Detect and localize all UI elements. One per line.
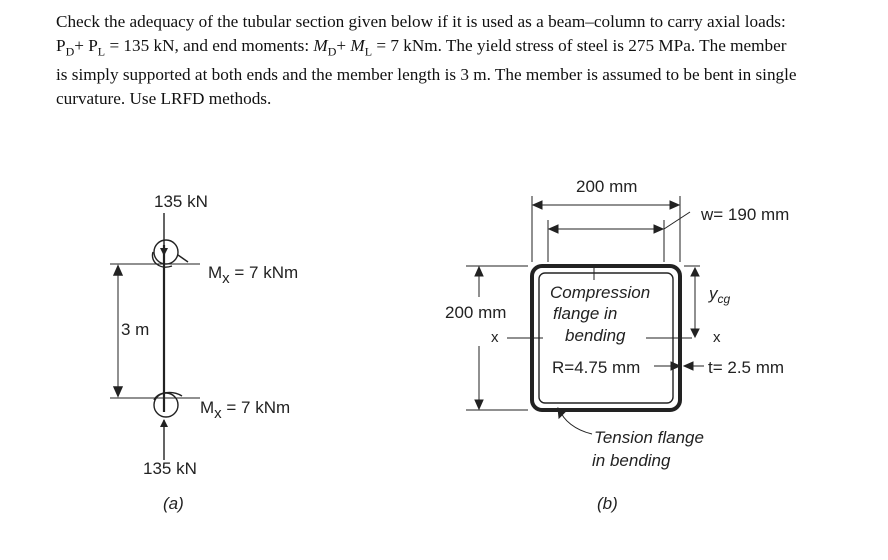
tension-leader <box>559 409 593 435</box>
inner-width-label: w= 190 mm <box>700 205 789 224</box>
bottom-moment-label: Mx = 7 kNm <box>200 398 290 422</box>
subscript-d2: D <box>327 43 337 58</box>
top-moment-curl <box>151 251 173 268</box>
width-arrow-left <box>531 200 543 210</box>
problem-statement: Check the adequacy of the tubular sectio… <box>56 10 846 110</box>
thickness-label: t= 2.5 mm <box>708 358 784 377</box>
ycg-arrow-bottom <box>690 328 700 339</box>
dim-arrow-bottom <box>112 386 124 398</box>
t-arrow-in <box>670 361 682 371</box>
width-arrow-right <box>669 200 681 210</box>
tension-label-1: Tension flange <box>594 428 704 447</box>
mx-sub: x <box>222 270 230 287</box>
radius-label: R=4.75 mm <box>552 358 640 377</box>
ycg-label: ycg <box>708 284 731 306</box>
width-label: 200 mm <box>576 177 637 196</box>
p-symbol: P <box>56 35 66 55</box>
inner-leader <box>663 211 691 230</box>
p-plus-text: + P <box>74 35 98 55</box>
ycg-arrow-top <box>690 266 700 277</box>
height-arrow-top <box>474 265 484 277</box>
caption-b: (b) <box>597 494 618 513</box>
problem-line-4: curvature. Use LRFD methods. <box>56 88 272 108</box>
top-moment-label: Mx = 7 kNm <box>208 263 298 287</box>
plus-text: + <box>336 35 351 55</box>
subscript-d: D <box>65 43 75 58</box>
ycg-sub: cg <box>718 292 731 306</box>
m-symbol-2: M <box>350 35 365 55</box>
height-arrow-bottom <box>474 399 484 411</box>
x-axis-label-right: x <box>713 329 721 346</box>
ycg-symbol: y <box>708 284 719 303</box>
x-axis-label-left: x <box>491 329 499 346</box>
figure-b-section <box>466 196 704 435</box>
moment-text: = 7 kNm. The yield stress of steel is 27… <box>372 35 787 55</box>
inner-arrow-right <box>653 224 665 234</box>
caption-a: (a) <box>163 494 184 513</box>
dim-arrow-top <box>112 264 124 276</box>
inner-arrow-left <box>547 224 559 234</box>
tension-arrow <box>557 407 566 420</box>
top-moment-arrowhead <box>177 254 189 263</box>
compression-label-3: bending <box>565 326 626 345</box>
compression-label-2: flange in <box>553 304 617 323</box>
length-label: 3 m <box>121 320 149 339</box>
mx-prefix-bottom: M <box>200 398 214 417</box>
bottom-load-label: 135 kN <box>143 459 197 478</box>
mx-value-bottom: = 7 kNm <box>222 398 291 417</box>
tension-label-2: in bending <box>592 451 671 470</box>
problem-line-3: is simply supported at both ends and the… <box>56 65 797 85</box>
top-load-label: 135 kN <box>154 192 208 211</box>
problem-line-1: Check the adequacy of the tubular sectio… <box>56 12 786 31</box>
height-label: 200 mm <box>445 303 506 322</box>
t-arrow-out <box>682 361 694 371</box>
problem-line-2: PD+ PL = 135 kN, and end moments: MD+ ML… <box>56 34 846 64</box>
mx-sub-bottom: x <box>214 405 222 422</box>
axial-load-text: = 135 kN, and end moments: <box>105 35 314 55</box>
compression-label-1: Compression <box>550 283 650 302</box>
m-symbol: M <box>313 35 328 55</box>
subscript-l2: L <box>364 43 373 58</box>
subscript-l: L <box>97 43 106 58</box>
figure-a-column <box>110 213 200 460</box>
mx-prefix: M <box>208 263 222 282</box>
mx-value: = 7 kNm <box>230 263 299 282</box>
top-moment-symbol <box>153 239 179 265</box>
